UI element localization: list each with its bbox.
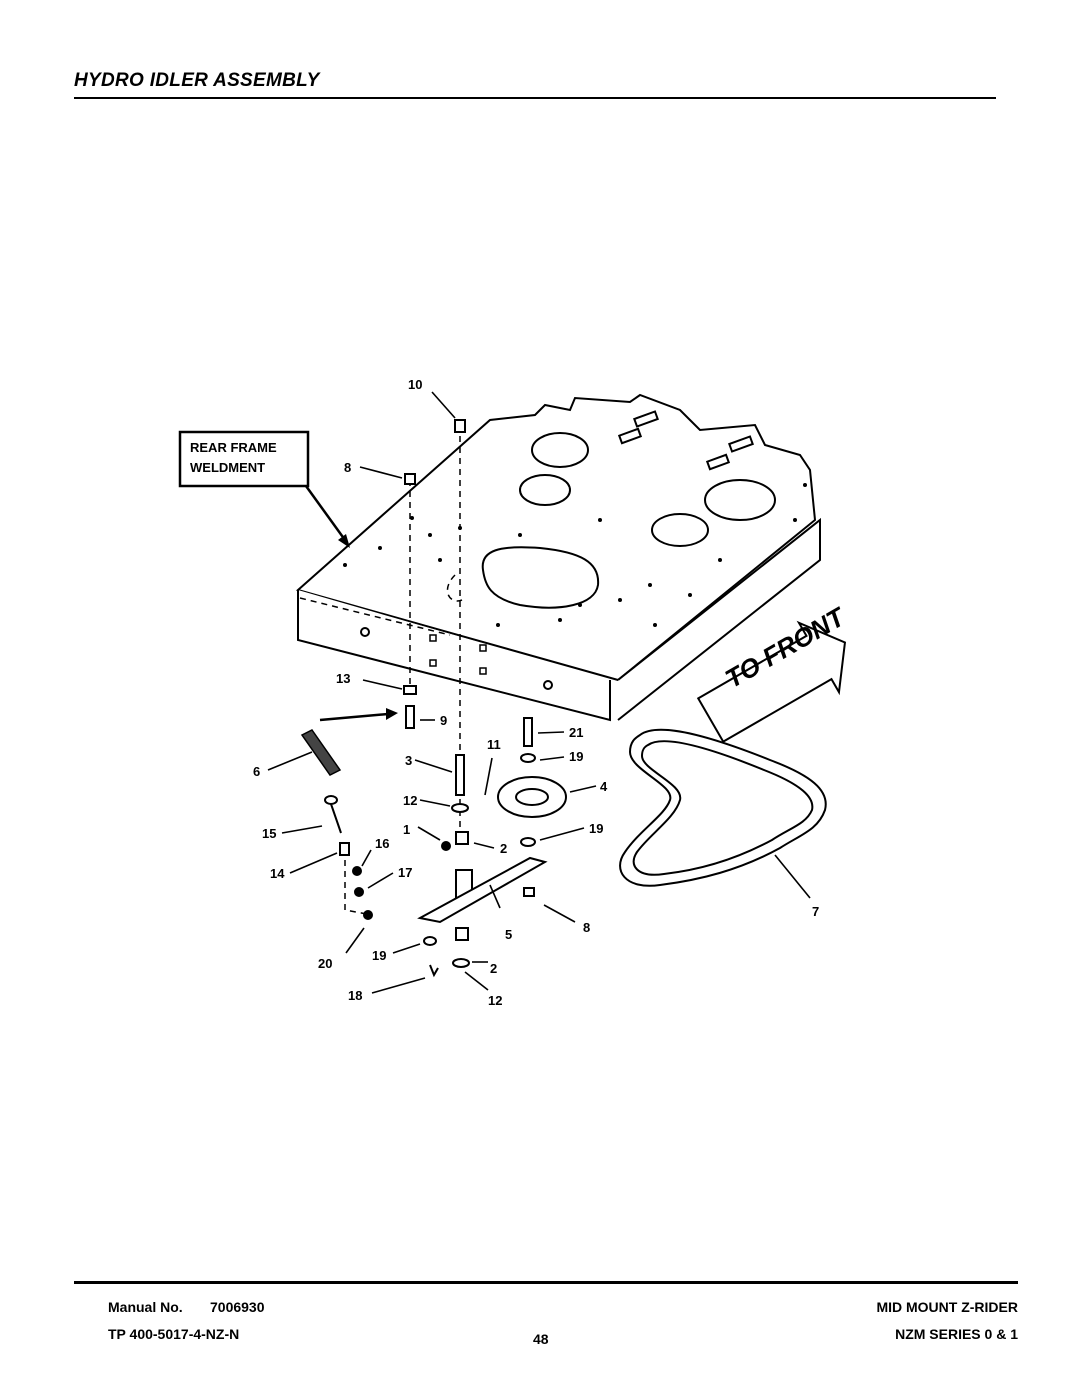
part-number-label: 8	[344, 460, 352, 475]
frame-square-holes	[429, 634, 487, 675]
part-number-label: 17	[398, 865, 413, 880]
frame-callout-arrow	[304, 485, 350, 548]
product-name: MID MOUNT Z-RIDER	[876, 1299, 1018, 1315]
part-number-label: 19	[372, 948, 387, 963]
part-number-label: 20	[318, 956, 333, 971]
part-number-label: 15	[262, 826, 277, 841]
part-number-label: 12	[403, 793, 418, 808]
tp-code: TP 400-5017-4-NZ-N	[108, 1326, 240, 1342]
part-number-label: 18	[348, 988, 363, 1003]
rear-frame-callout-line1: REAR FRAME	[190, 440, 277, 455]
spring-arrow	[319, 708, 398, 722]
rear-frame-callout-line2: WELDMENT	[190, 460, 266, 475]
series-name: NZM SERIES 0 & 1	[895, 1326, 1018, 1342]
part-number-label: 5	[505, 927, 513, 942]
v-belt	[619, 728, 827, 887]
manual-label: Manual No.	[108, 1299, 183, 1315]
part-number-label: 2	[500, 841, 508, 856]
part-number-label: 7	[812, 904, 820, 919]
part-number-label: 14	[270, 866, 285, 881]
rear-frame-plate	[295, 393, 821, 722]
exploded-parts-diagram	[178, 391, 847, 994]
to-front-arrow	[696, 620, 847, 744]
hardware-parts	[324, 419, 567, 978]
part-number-label: 8	[583, 920, 591, 935]
part-number-label: 2	[490, 961, 498, 976]
frame-small-holes	[343, 483, 807, 627]
page-number: 48	[533, 1331, 549, 1347]
part-number-label: 19	[589, 821, 604, 836]
frame-holes	[360, 410, 776, 690]
part-number-label: 3	[405, 753, 413, 768]
part-number-label: 16	[375, 836, 390, 851]
part-number-label: 9	[440, 713, 448, 728]
part-number-label: 12	[488, 993, 503, 1008]
title-divider	[74, 97, 996, 99]
idler-arm	[417, 856, 548, 924]
part-number-label: 1	[403, 822, 411, 837]
part-number-label: 19	[569, 749, 584, 764]
part-number-label: 4	[600, 779, 608, 794]
part-number-label: 21	[569, 725, 584, 740]
rear-frame-callout-box	[178, 430, 310, 488]
part-number-label: 6	[253, 764, 261, 779]
part-number-label: 11	[487, 737, 501, 752]
page-title: HYDRO IDLER ASSEMBLY	[74, 70, 320, 91]
manual-number: 7006930	[210, 1299, 265, 1315]
part-number-label: 10	[408, 377, 423, 392]
part-number-label: 13	[336, 671, 351, 686]
leader-lines	[267, 391, 811, 994]
footer-divider	[74, 1281, 1018, 1284]
spring	[300, 729, 342, 776]
